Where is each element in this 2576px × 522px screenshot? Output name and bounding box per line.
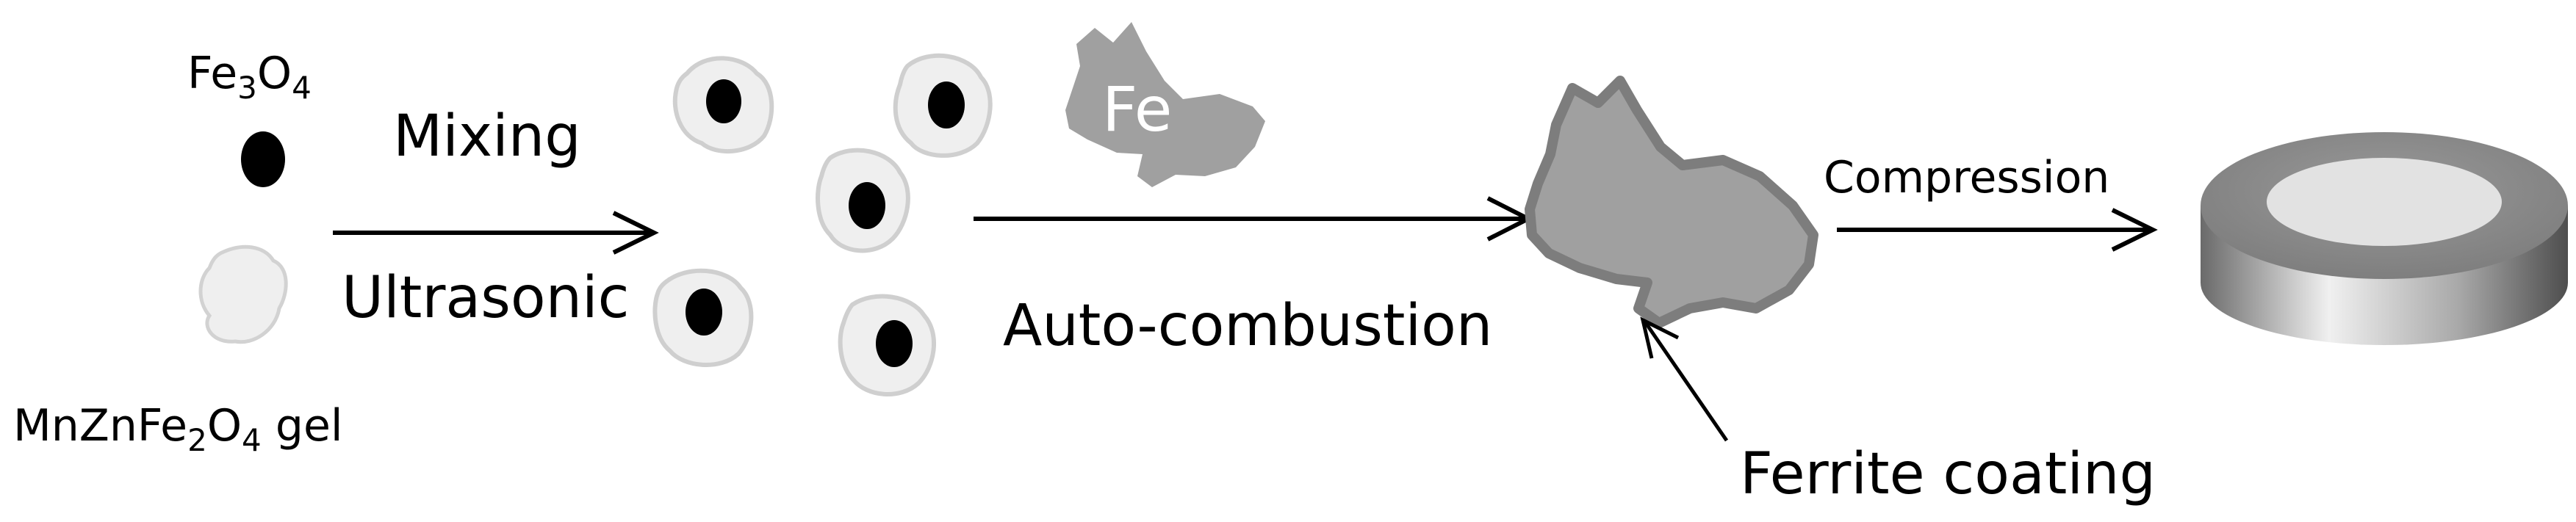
toroid-core — [2201, 132, 2568, 345]
ferrite-coating-pointer-head — [1640, 316, 1680, 359]
coated-fe-particle — [1525, 76, 1818, 328]
ferrite-coating-pointer — [1644, 322, 1729, 442]
coated-particle-2 — [893, 53, 993, 158]
compression-arrowhead — [2111, 208, 2158, 252]
fe-flake: Fe — [1065, 22, 1265, 187]
coated-particle-4 — [652, 268, 754, 368]
coated-particle-3 — [816, 148, 910, 253]
ferrite-coating-label: Ferrite coating — [1740, 441, 2156, 507]
ultrasonic-label: Ultrasonic — [342, 265, 630, 331]
fe3o4-particle — [241, 131, 285, 187]
fe3o4-label: Fe3O4 — [187, 48, 312, 106]
coated-particle-1 — [672, 56, 774, 154]
auto-combustion-label: Auto-combustion — [1003, 293, 1492, 359]
gel-droplet — [198, 244, 288, 344]
mixing-arrowhead — [612, 211, 659, 255]
gel-label: MnZnFe2O4 gel — [13, 400, 343, 458]
mixing-label: Mixing — [393, 104, 581, 170]
fe-label: Fe — [1102, 73, 1172, 145]
coated-particle-5 — [838, 294, 936, 397]
compression-label: Compression — [1824, 152, 2109, 203]
